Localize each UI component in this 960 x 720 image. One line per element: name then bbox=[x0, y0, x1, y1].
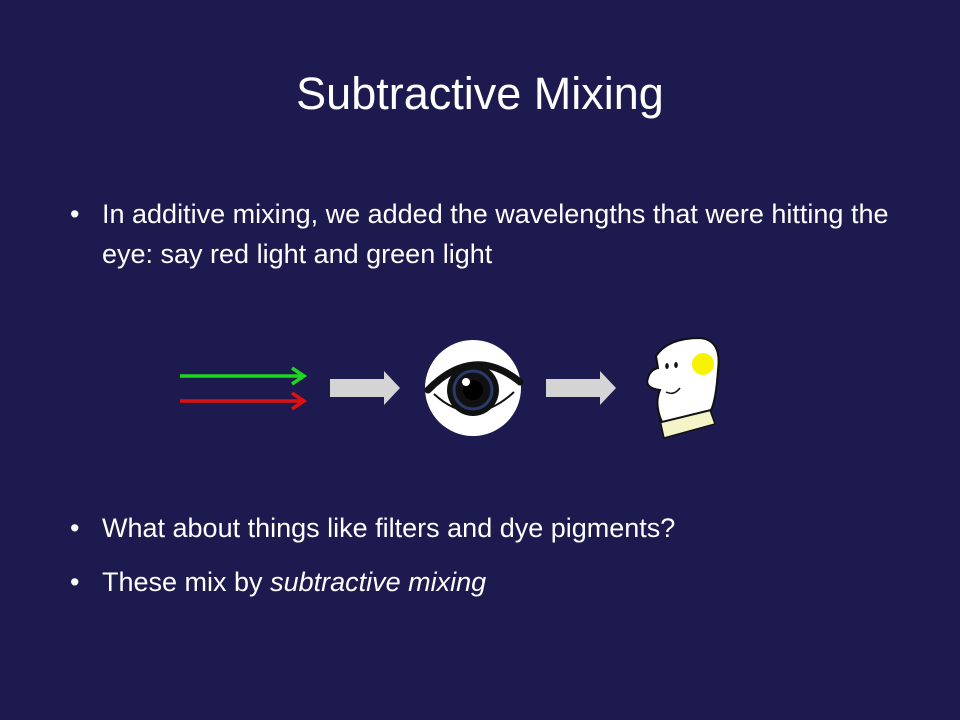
bullet-dot: • bbox=[70, 199, 80, 229]
person-head-icon bbox=[646, 336, 720, 439]
bullet-additive-mixing: • In additive mixing, we added the wavel… bbox=[70, 194, 922, 274]
bullet-text-prefix: These mix by bbox=[102, 567, 271, 597]
eye-icon bbox=[424, 340, 524, 436]
additive-mixing-diagram bbox=[180, 336, 720, 439]
bullet-filters-pigments: • What about things like filters and dye… bbox=[70, 508, 922, 548]
gray-arrow-icon bbox=[330, 371, 400, 405]
bullet-dot: • bbox=[70, 567, 80, 597]
bullet-subtractive-mixing: • These mix by subtractive mixing bbox=[70, 562, 922, 602]
slide-title: Subtractive Mixing bbox=[296, 68, 664, 119]
bullet-text: What about things like filters and dye p… bbox=[102, 513, 676, 543]
bullet-text-emphasis: subtractive mixing bbox=[270, 567, 487, 597]
red-light-arrow-icon bbox=[180, 391, 308, 411]
bullet-dot: • bbox=[70, 513, 80, 543]
green-light-arrow-icon bbox=[180, 366, 308, 386]
gray-arrow-icon bbox=[546, 371, 616, 405]
bullet-text: In additive mixing, we added the wavelen… bbox=[102, 199, 889, 269]
